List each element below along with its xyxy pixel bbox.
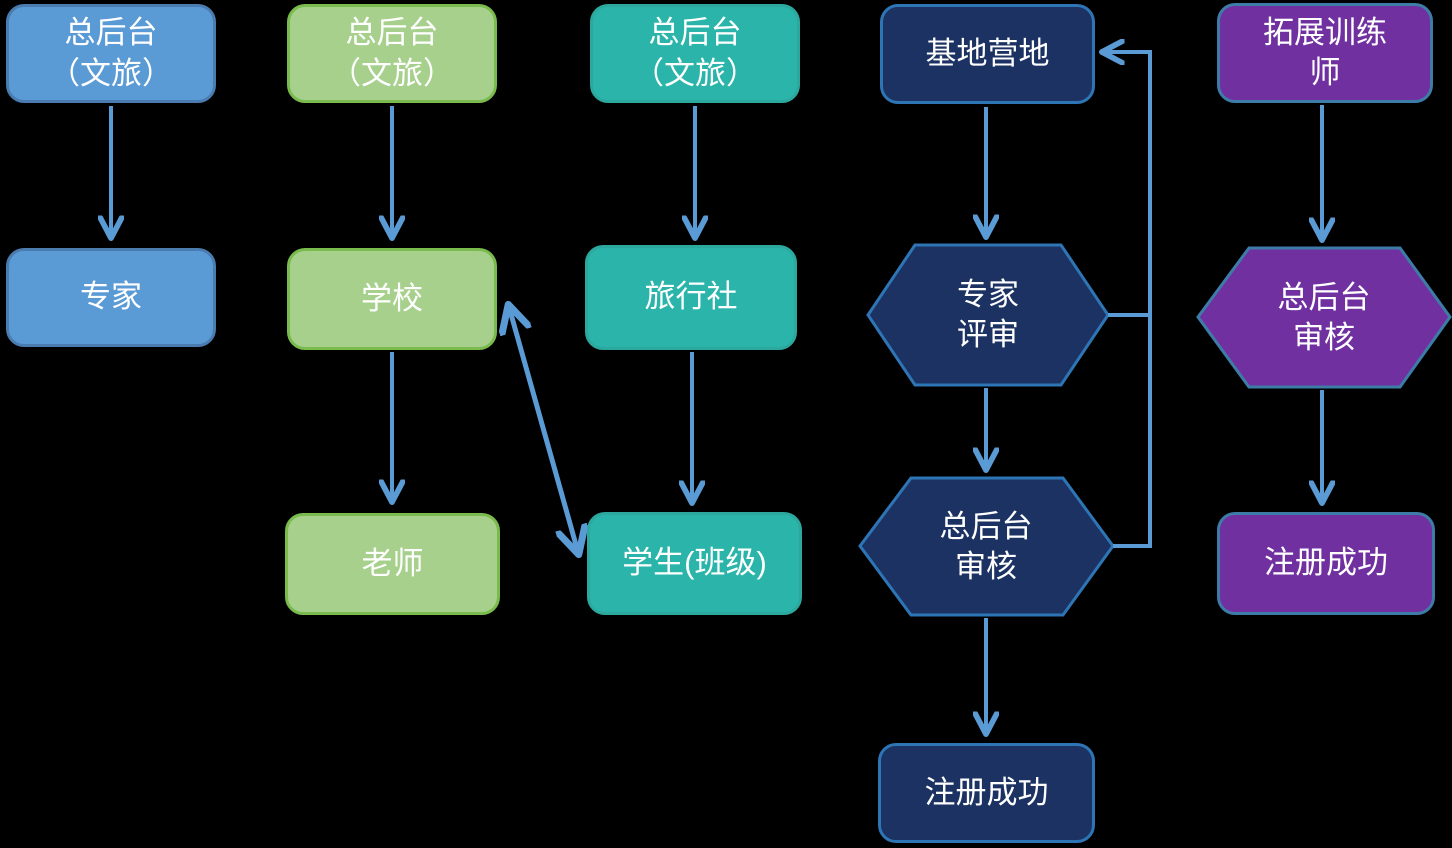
node-teacher: 老师	[285, 513, 500, 615]
node-admin-wenlv-green: 总后台 （文旅）	[287, 4, 497, 103]
edge-school-students-double-arrow	[509, 307, 578, 552]
node-register-success-purple: 注册成功	[1217, 512, 1435, 615]
admin-audit-navy-hexagon	[858, 476, 1115, 617]
expert-review-hexagon	[866, 243, 1110, 387]
node-base-camp: 基地营地	[880, 4, 1095, 104]
admin-audit-purple-hexagon	[1196, 246, 1452, 389]
node-admin-wenlv-blue: 总后台 （文旅）	[6, 4, 216, 103]
node-expert: 专家	[6, 248, 216, 347]
node-register-success-navy: 注册成功	[878, 743, 1095, 843]
edge-admin-audit-feedback-to-base-camp	[1104, 52, 1152, 548]
node-admin-wenlv-teal: 总后台 （文旅）	[590, 4, 800, 103]
node-students: 学生(班级)	[587, 512, 802, 615]
node-trainer: 拓展训练 师	[1217, 3, 1433, 103]
node-school: 学校	[287, 248, 497, 350]
node-travel-agency: 旅行社	[585, 245, 797, 350]
